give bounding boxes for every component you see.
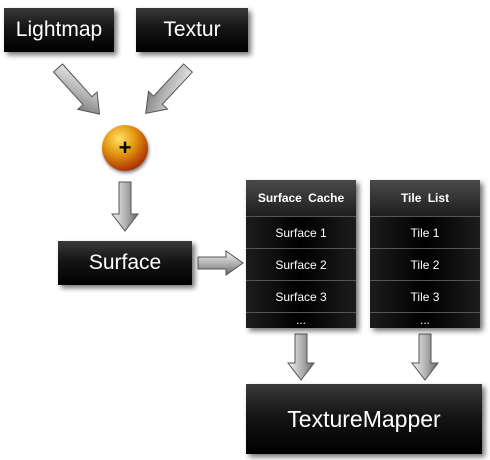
lightmap-label: Lightmap [15,18,103,41]
tile-list-item: Tile 2 [370,248,480,280]
combine-symbol: + [118,135,132,160]
arrow-plus-to-surface [110,181,140,232]
lightmap-box: Lightmap [4,8,114,52]
arrow-tiles-to-mapper [410,333,440,381]
arrow-textur-to-plus [145,63,194,114]
surface-cache-panel: Surface Cache Surface 1 Surface 2 Surfac… [246,180,356,328]
textur-box: Textur [136,8,248,52]
surface-cache-item: Surface 2 [246,248,356,280]
arrow-lightmap-to-plus [52,63,101,115]
surface-cache-header: Surface Cache [246,180,356,216]
tile-list-header: Tile List [370,180,480,216]
surface-label: Surface [88,251,162,274]
combine-sphere-icon: + [102,125,148,171]
surface-cache-item: ... [246,312,356,333]
tile-list-item: ... [370,312,480,333]
arrow-cache-to-mapper [286,333,316,381]
arrow-surface-to-cache [197,250,244,276]
texture-mapper-label: TextureMapper [287,405,441,432]
textur-label: Textur [163,18,221,41]
surface-cache-item: Surface 3 [246,280,356,312]
surface-cache-item: Surface 1 [246,216,356,248]
surface-box: Surface [58,241,192,285]
tile-list-item: Tile 1 [370,216,480,248]
tile-list-panel: Tile List Tile 1 Tile 2 Tile 3 ... [370,180,480,328]
texture-mapper-box: TextureMapper [246,384,482,454]
tile-list-item: Tile 3 [370,280,480,312]
